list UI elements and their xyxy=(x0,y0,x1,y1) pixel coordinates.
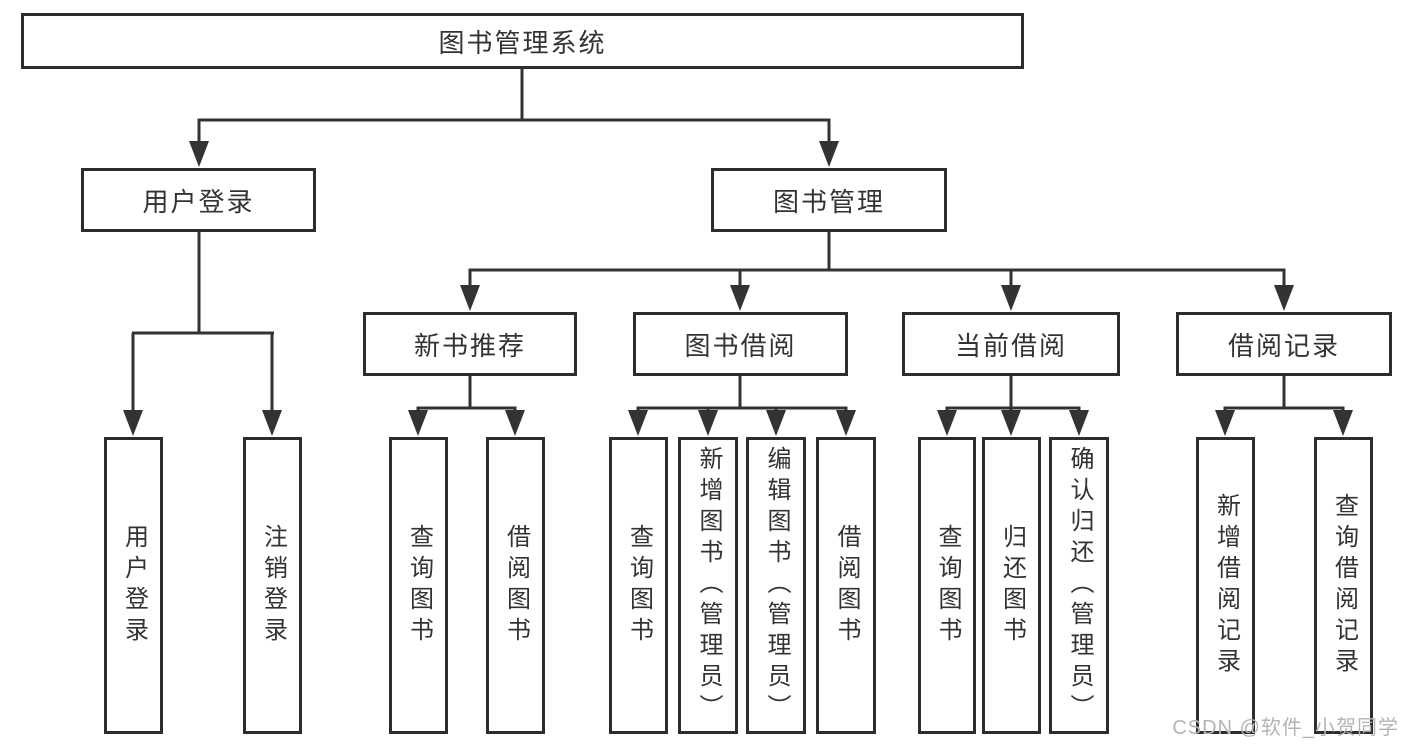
leaf-logout: 注销登录 xyxy=(243,437,302,734)
node-new-book-recommend: 新书推荐 xyxy=(363,312,577,376)
leaf-query-books-current: 查询图书 xyxy=(918,437,976,734)
node-label: 用户登录 xyxy=(142,186,255,217)
node-user-login: 用户登录 xyxy=(81,168,316,232)
node-label: 图书借阅 xyxy=(684,330,797,361)
node-borrow-records: 借阅记录 xyxy=(1176,312,1392,376)
leaf-label: 新增借阅记录 xyxy=(1212,492,1240,679)
leaf-query-books-borrow: 查询图书 xyxy=(609,437,668,734)
leaf-label: 查询图书 xyxy=(934,523,961,648)
node-label: 新书推荐 xyxy=(413,330,526,361)
leaf-label: 归还图书 xyxy=(998,523,1026,648)
leaf-add-borrow-record: 新增借阅记录 xyxy=(1196,437,1255,734)
csdn-watermark: CSDN @软件_小贺同学 xyxy=(1172,717,1399,739)
leaf-edit-books-admin: 编辑图书（管理员） xyxy=(746,437,806,734)
leaf-borrow-books-recommend: 借阅图书 xyxy=(486,437,545,734)
node-current-borrow: 当前借阅 xyxy=(902,312,1120,376)
leaf-label: 注销登录 xyxy=(259,523,287,648)
leaf-user-login: 用户登录 xyxy=(104,437,163,734)
leaf-add-books-admin: 新增图书（管理员） xyxy=(678,437,738,734)
leaf-label: 借阅图书 xyxy=(502,523,530,648)
node-book-management: 图书管理 xyxy=(711,168,947,232)
leaf-query-borrow-record: 查询借阅记录 xyxy=(1314,437,1373,734)
leaf-return-books: 归还图书 xyxy=(982,437,1041,734)
node-label: 借阅记录 xyxy=(1227,330,1340,361)
leaf-label: 借阅图书 xyxy=(833,523,860,648)
leaf-label: 用户登录 xyxy=(120,523,148,648)
node-label: 图书管理系统 xyxy=(438,27,607,58)
leaf-label: 确认归还（管理员） xyxy=(1066,446,1093,725)
node-label: 当前借阅 xyxy=(954,330,1067,361)
leaf-label: 编辑图书（管理员） xyxy=(763,446,790,725)
leaf-confirm-return-admin: 确认归还（管理员） xyxy=(1049,437,1109,734)
node-label: 图书管理 xyxy=(772,186,885,217)
leaf-label: 查询借阅记录 xyxy=(1330,492,1358,679)
leaf-borrow-books: 借阅图书 xyxy=(816,437,876,734)
leaf-query-books-recommend: 查询图书 xyxy=(389,437,448,734)
node-library-system: 图书管理系统 xyxy=(21,13,1024,69)
leaf-label: 新增图书（管理员） xyxy=(695,446,722,725)
leaf-label: 查询图书 xyxy=(405,523,433,648)
node-book-borrow: 图书借阅 xyxy=(633,312,848,376)
leaf-label: 查询图书 xyxy=(625,523,653,648)
